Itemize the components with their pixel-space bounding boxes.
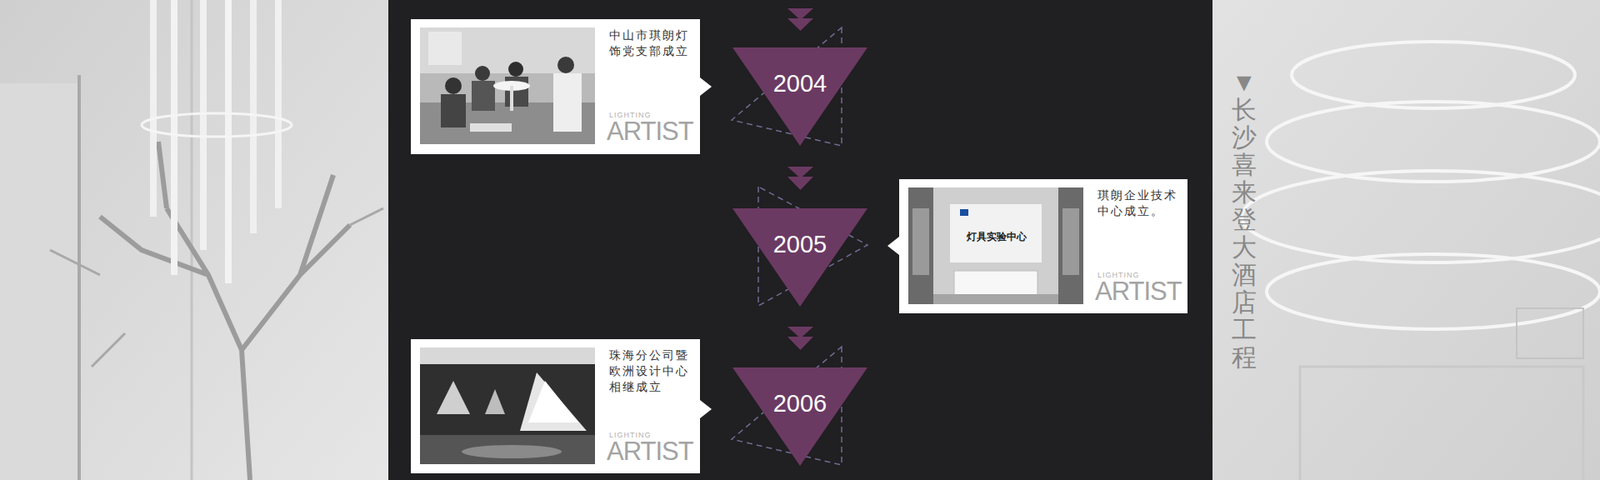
logo-text: ARTIST [606,437,694,466]
left-photo [0,0,389,480]
event-photo [420,27,595,145]
event-text: 珠海分公司暨欧洲设计中心相继成立 [609,347,696,395]
timeline-card: 琪朗企业技术中心成立。LIGHTINGARTIST [899,179,1188,314]
year-text: 2005 [770,230,830,259]
year-text: 2006 [770,389,830,418]
logo-text: ARTIST [1095,277,1182,306]
card-pointer [700,400,712,419]
dashed-triangles [731,27,868,465]
event-photo [908,187,1084,305]
logo-text: ARTIST [606,117,694,146]
card-pointer [887,236,900,255]
left-photo-detail [0,0,384,480]
timeline-card: 中山市琪朗灯饰党支部成立LIGHTINGARTIST [410,19,700,155]
card-pointer [700,77,712,96]
year-triangle: 2005 [732,208,868,307]
right-photo-detail [1241,41,1600,480]
year-triangle: 2004 [732,47,868,146]
year-triangle: 2006 [732,367,868,466]
event-photo [420,347,595,465]
timeline-card: 珠海分公司暨欧洲设计中心相继成立LIGHTINGARTIST [410,339,700,474]
photo-sign-text: 灯具实验中心 [966,230,1027,245]
year-text: 2004 [770,69,830,98]
vertical-caption: ▼长沙喜来登大酒店工程 [1231,68,1257,371]
event-text: 琪朗企业技术中心成立。 [1097,187,1185,220]
event-text: 中山市琪朗灯饰党支部成立 [609,27,696,60]
